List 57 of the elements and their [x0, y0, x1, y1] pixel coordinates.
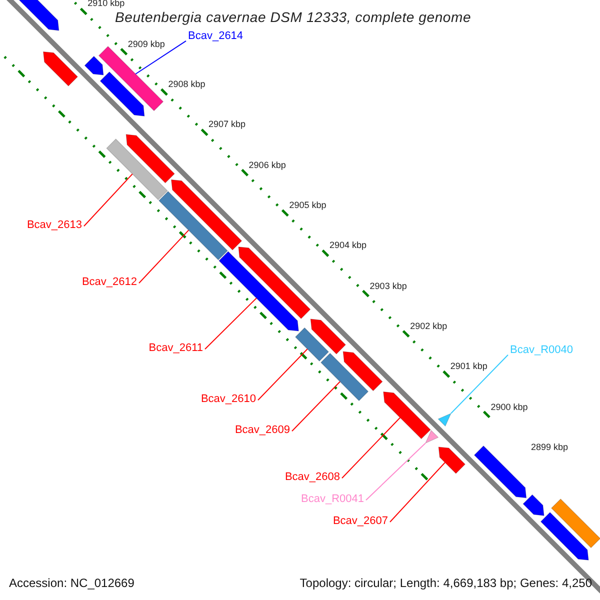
- gene-feature: [342, 351, 383, 392]
- gene-block: [106, 138, 168, 200]
- gene-label: Bcav_R0041: [301, 494, 364, 505]
- gene-feature: [438, 446, 466, 474]
- scale-label: 2903 kbp: [370, 282, 407, 290]
- gene-feature: [310, 318, 346, 354]
- gene-feature: [474, 445, 527, 498]
- gene-block: [294, 327, 330, 362]
- leader-line: [84, 174, 133, 227]
- leader-line: [342, 417, 401, 479]
- scale-label: 2908 kbp: [168, 80, 206, 89]
- gene-feature: [84, 56, 104, 76]
- rna-marker: [424, 430, 439, 444]
- gene-feature: [218, 251, 299, 332]
- gene-block: [320, 352, 369, 402]
- gene-feature: [238, 246, 311, 320]
- scale-label: 2902 kbp: [410, 322, 448, 331]
- scale-label: 2904 kbp: [330, 241, 367, 250]
- gene-feature: [126, 134, 175, 184]
- leader-line: [138, 230, 190, 284]
- gene-label: Bcav_2614: [188, 31, 244, 42]
- gene-feature: [540, 512, 589, 560]
- gene-label: Bcav_2609: [234, 425, 290, 436]
- gene-feature: [16, 0, 60, 31]
- leader-line: [390, 462, 446, 522]
- scale-label: 2901 kbp: [450, 362, 488, 372]
- gene-feature: [522, 494, 544, 516]
- leader-line: [366, 442, 426, 501]
- gene-label: Bcav_R0040: [510, 345, 573, 356]
- scale-label: 2906 kbp: [248, 160, 286, 170]
- gene-feature: [42, 51, 78, 86]
- gene-feature: [383, 391, 431, 440]
- gene-label: Bcav_2611: [148, 343, 203, 354]
- gene-label: Bcav_2608: [284, 472, 340, 483]
- footer-text: Topology: circular; Length: 4,669,183 bp; Genes: 4,250: [300, 577, 592, 589]
- scale-label: 2900 kbp: [490, 402, 528, 412]
- title: Beutenbergia cavernae DSM 12333, complete genome: [115, 10, 472, 24]
- leader-line: [450, 354, 508, 414]
- footer-text: Accession: NC_012669: [9, 577, 134, 589]
- scale-label: 2910 kbp: [88, 0, 125, 8]
- gene-block: [158, 190, 228, 260]
- gene-label: Bcav_2607: [332, 516, 388, 527]
- gene-block: [550, 498, 600, 548]
- scale-label: 2907 kbp: [208, 120, 246, 130]
- leader-line: [135, 40, 186, 74]
- leader-line: [204, 298, 257, 350]
- gene-label: Bcav_2612: [82, 277, 137, 288]
- gene-feature: [100, 71, 145, 116]
- leader-line: [258, 348, 308, 401]
- gene-label: Bcav_2613: [26, 220, 82, 231]
- rna-marker: [438, 412, 452, 427]
- leader-line: [292, 381, 340, 432]
- scale-label: 2899 kbp: [531, 442, 568, 452]
- scale-label: 2905 kbp: [289, 200, 326, 210]
- scale-label: 2909 kbp: [128, 40, 165, 49]
- gene-feature: [170, 179, 242, 250]
- gene-label: Bcav_2610: [200, 394, 256, 405]
